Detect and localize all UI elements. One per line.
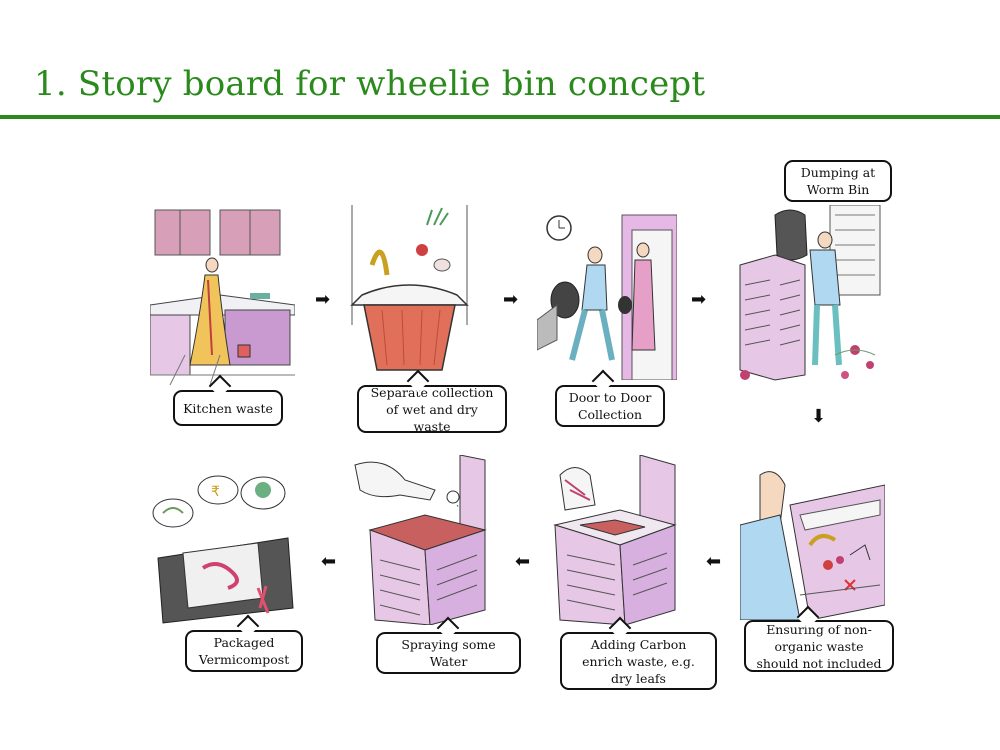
- caption-spraying-water: Spraying some Water: [376, 632, 521, 674]
- title-underline: [0, 115, 1000, 119]
- inspection-panel: [740, 445, 885, 620]
- caption-text: Ensuring of non-organic waste should not…: [756, 621, 882, 671]
- caption-text: Door to Door Collection: [568, 390, 652, 422]
- kitchen-panel: [150, 205, 295, 385]
- bin-panel: [342, 205, 477, 380]
- caption-text: Kitchen waste: [183, 400, 273, 416]
- door-collection-panel: [537, 210, 677, 380]
- worm-bin-panel: [735, 205, 885, 385]
- carbon-panel: [545, 455, 685, 625]
- caption-packaged-vermicompost: Packaged Vermicompost: [185, 630, 303, 672]
- waste-bin-sketch-icon: [350, 205, 469, 371]
- spray-panel: [345, 455, 495, 625]
- inspection-sketch-icon: [740, 471, 885, 620]
- kitchen-sketch-icon: [150, 209, 295, 385]
- arrow-right-3: ➡: [691, 289, 707, 310]
- caption-text: Spraying some Water: [401, 637, 496, 669]
- arrow-left-3: ⬅: [321, 551, 337, 572]
- vermicompost-package-sketch-icon: ₹: [152, 475, 294, 624]
- svg-text:₹: ₹: [211, 484, 220, 500]
- caption-kitchen-waste: Kitchen waste: [173, 390, 283, 426]
- arrow-left-1: ⬅: [706, 551, 722, 572]
- caption-text: Packaged Vermicompost: [198, 635, 290, 667]
- arrow-right-2: ➡: [503, 289, 519, 310]
- caption-separate-collection: Separate collection of wet and dry waste: [357, 384, 507, 434]
- arrow-left-2: ⬅: [515, 551, 531, 572]
- caption-text: Adding Carbon enrich waste, e.g. dry lea…: [582, 636, 695, 686]
- caption-dumping-worm-bin: Dumping at Worm Bin: [784, 160, 892, 202]
- caption-door-to-door: Door to Door Collection: [555, 385, 665, 427]
- page-title: 1. Story board for wheelie bin concept: [34, 64, 706, 104]
- caption-adding-carbon: Adding Carbon enrich waste, e.g. dry lea…: [560, 632, 717, 690]
- arrow-right-1: ➡: [315, 289, 331, 310]
- vermicompost-panel: ₹: [148, 468, 298, 628]
- caption-ensuring-non-organic: Ensuring of non-organic waste should not…: [744, 620, 894, 672]
- carbon-adding-sketch-icon: [553, 455, 677, 625]
- caption-text: Separate collection of wet and dry waste: [370, 384, 494, 434]
- water-spray-sketch-icon: [354, 455, 487, 625]
- arrow-down-1: ⬇: [811, 406, 827, 427]
- caption-text: Dumping at Worm Bin: [800, 165, 876, 197]
- door-collection-sketch-icon: [537, 214, 677, 380]
- worm-bin-dumping-sketch-icon: [739, 205, 881, 381]
